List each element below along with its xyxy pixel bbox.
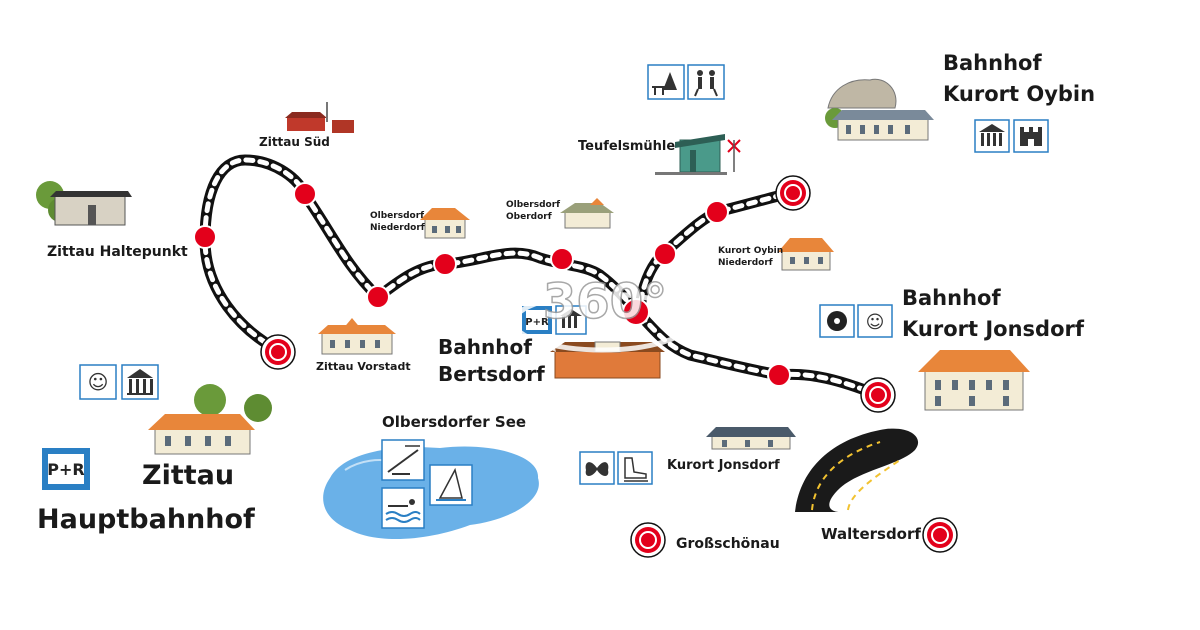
station-dot-kurort-oybin[interactable]: [775, 175, 811, 211]
label-bertsdorf-2: Bertsdorf: [438, 362, 545, 386]
road-to-waltersdorf: [795, 428, 919, 512]
olbersdorf-niederdorf-building: [420, 208, 470, 239]
ice-skate-icon[interactable]: [617, 451, 653, 485]
label-zittau-vorstadt: Zittau Vorstadt: [316, 360, 411, 373]
music-disc-icon[interactable]: [819, 304, 855, 338]
label-olbersdorf-niederdorf-2: Niederdorf: [370, 223, 425, 233]
label-olbersdorfer-see: Olbersdorfer See: [382, 413, 526, 431]
station-dot-kurort-jonsdorf[interactable]: [860, 377, 896, 413]
windsurf-icon[interactable]: [429, 464, 473, 506]
label-jonsdorf-bf-1: Bahnhof: [902, 286, 1001, 310]
label-oybin-niederdorf-1: Kurort Oybin: [718, 246, 783, 256]
label-zittau-sued: Zittau Süd: [259, 135, 330, 149]
zittau-sued-building: [285, 102, 354, 133]
panorama-360-badge[interactable]: 360°: [511, 273, 693, 353]
label-kurort-jonsdorf: Kurort Jonsdorf: [667, 458, 780, 473]
svg-text:360°: 360°: [543, 274, 667, 330]
theatre-icon-jonsdorf[interactable]: ☺: [857, 304, 893, 338]
svg-text:☺: ☺: [88, 370, 109, 394]
museum-icon[interactable]: [121, 364, 159, 400]
station-dot-zittau-hbf[interactable]: [260, 334, 296, 370]
zittau-haltepunkt-building: [36, 181, 132, 226]
picnic-icon[interactable]: [647, 64, 685, 100]
theatre-icon[interactable]: ☺: [79, 364, 117, 400]
zittau-vorstadt-building: [318, 318, 396, 355]
park-and-ride-icon[interactable]: P+R: [42, 448, 90, 490]
label-olbersdorf-oberdorf-2: Oberdorf: [506, 212, 552, 222]
label-olbersdorf-oberdorf-1: Olbersdorf: [506, 200, 560, 210]
butterfly-icon[interactable]: [579, 451, 615, 485]
museum-icon-oybin[interactable]: [974, 119, 1010, 153]
label-oybin-2: Kurort Oybin: [943, 82, 1095, 106]
station-dot-zittau-sued[interactable]: [293, 182, 317, 206]
station-dot-zittau-vorstadt[interactable]: [366, 285, 390, 309]
station-dot-kurort-jonsdorf-halt[interactable]: [767, 363, 791, 387]
station-dot-waltersdorf[interactable]: [922, 517, 958, 553]
castle-icon[interactable]: [1013, 119, 1049, 153]
svg-text:☺: ☺: [866, 312, 885, 333]
kurort-oybin-building: [825, 78, 934, 141]
kurort-jonsdorf-bf-building: [918, 350, 1030, 411]
hiking-icon[interactable]: [687, 64, 725, 100]
label-zittau-hbf-2: Hauptbahnhof: [37, 504, 255, 535]
station-dot-teufelsmuehle[interactable]: [653, 242, 677, 266]
label-oybin-1: Bahnhof: [943, 51, 1042, 75]
station-dot-grossschoenau[interactable]: [630, 522, 666, 558]
label-oybin-niederdorf-2: Niederdorf: [718, 258, 773, 268]
olbersdorf-oberdorf-building: [560, 198, 614, 229]
swimming-icon[interactable]: [381, 487, 425, 529]
label-zittau-hbf-1: Zittau: [142, 460, 234, 491]
svg-text:P+R: P+R: [525, 317, 549, 328]
park-and-ride-small-icon[interactable]: P+R: [522, 306, 552, 334]
kurort-jonsdorf-building: [706, 427, 796, 450]
station-dot-olbersdorf-oberdorf[interactable]: [550, 247, 574, 271]
beach-chair-icon[interactable]: [381, 439, 425, 481]
rail-track: [199, 154, 884, 401]
label-jonsdorf-bf-2: Kurort Jonsdorf: [902, 317, 1085, 341]
label-olbersdorf-niederdorf-1: Olbersdorf: [370, 211, 424, 221]
station-dot-olbersdorf-niederdorf[interactable]: [433, 252, 457, 276]
oybin-niederdorf-building: [778, 238, 834, 271]
station-markers[interactable]: [193, 175, 958, 558]
station-dot-bertsdorf[interactable]: [622, 298, 650, 326]
label-teufelsmuehle: Teufelsmühle: [578, 139, 675, 154]
teufelsmuehle-building: [655, 134, 741, 175]
station-dot-oybin-niederdorf[interactable]: [705, 200, 729, 224]
label-bertsdorf-1: Bahnhof: [438, 335, 532, 359]
station-dot-zittau-haltepunkt[interactable]: [193, 225, 217, 249]
museum-icon-bertsdorf[interactable]: [555, 305, 587, 335]
label-zittau-haltepunkt: Zittau Haltepunkt: [47, 244, 188, 260]
svg-text:P+R: P+R: [47, 460, 84, 479]
zittau-hbf-building: [148, 384, 272, 455]
label-waltersdorf: Waltersdorf: [821, 525, 921, 543]
label-grossschoenau: Großschönau: [676, 536, 780, 552]
